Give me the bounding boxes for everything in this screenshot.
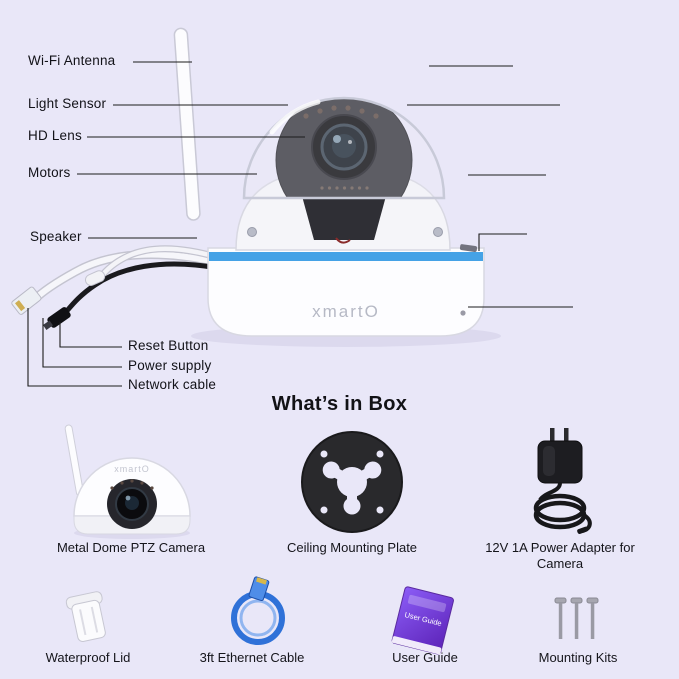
camera-cables [11, 245, 224, 330]
label-motors: Motors [28, 165, 71, 180]
ethernet-cable [231, 576, 285, 645]
blue-accent-stripe [209, 252, 483, 261]
caption-mounting-kits: Mounting Kits [538, 650, 618, 665]
label-network-cable: Network cable [128, 377, 217, 392]
dc-power-plug [42, 307, 71, 330]
camera-illustration: xmartO [11, 27, 501, 347]
high-strength-cover [242, 96, 446, 200]
microphone-hole [460, 310, 466, 316]
label-hd-lens: HD Lens [28, 128, 82, 143]
ceiling-mounting-plate [301, 431, 403, 533]
caption-mounting-plate: Ceiling Mounting Plate [286, 540, 418, 555]
camera-base [207, 247, 485, 337]
caption-waterproof-lid: Waterproof Lid [45, 650, 131, 665]
caption-ethernet-cable: 3ft Ethernet Cable [199, 650, 305, 665]
glass-highlight [269, 99, 321, 135]
case-screw-right [433, 227, 443, 237]
label-wifi-antenna: Wi-Fi Antenna [28, 53, 116, 68]
rj45-connector [11, 286, 42, 315]
brand-logo: xmartO [312, 302, 380, 321]
dome-vent-dots [320, 186, 369, 190]
motor-bracket [302, 196, 386, 240]
waterproof-lid [65, 591, 106, 642]
internal-wire [335, 237, 351, 244]
mounting-kits [554, 597, 599, 639]
micro-sd-slot [459, 244, 478, 252]
user-guide-booklet: User Guide [391, 586, 454, 655]
callout-lines [27, 61, 573, 387]
label-speaker: Speaker [30, 229, 82, 244]
caption-power-adapter: 12V 1A Power Adapter for Camera [485, 540, 635, 571]
label-light-sensor: Light Sensor [28, 96, 107, 111]
case-screw-left [247, 227, 257, 237]
wifi-antenna [173, 27, 201, 221]
reset-pigtail [84, 270, 106, 286]
mini-brand-logo: xmartO [114, 464, 150, 474]
caption-dome-camera: Metal Dome PTZ Camera [56, 540, 206, 555]
dome-interior [275, 98, 413, 198]
label-power-supply: Power supply [128, 358, 212, 373]
caption-user-guide: User Guide [392, 650, 458, 665]
label-reset-button: Reset Button [128, 338, 209, 353]
power-adapter [533, 428, 592, 534]
hd-lens [311, 114, 377, 180]
mini-dome-camera: xmartO [64, 424, 191, 539]
box-section-title: What’s in Box [271, 393, 408, 415]
